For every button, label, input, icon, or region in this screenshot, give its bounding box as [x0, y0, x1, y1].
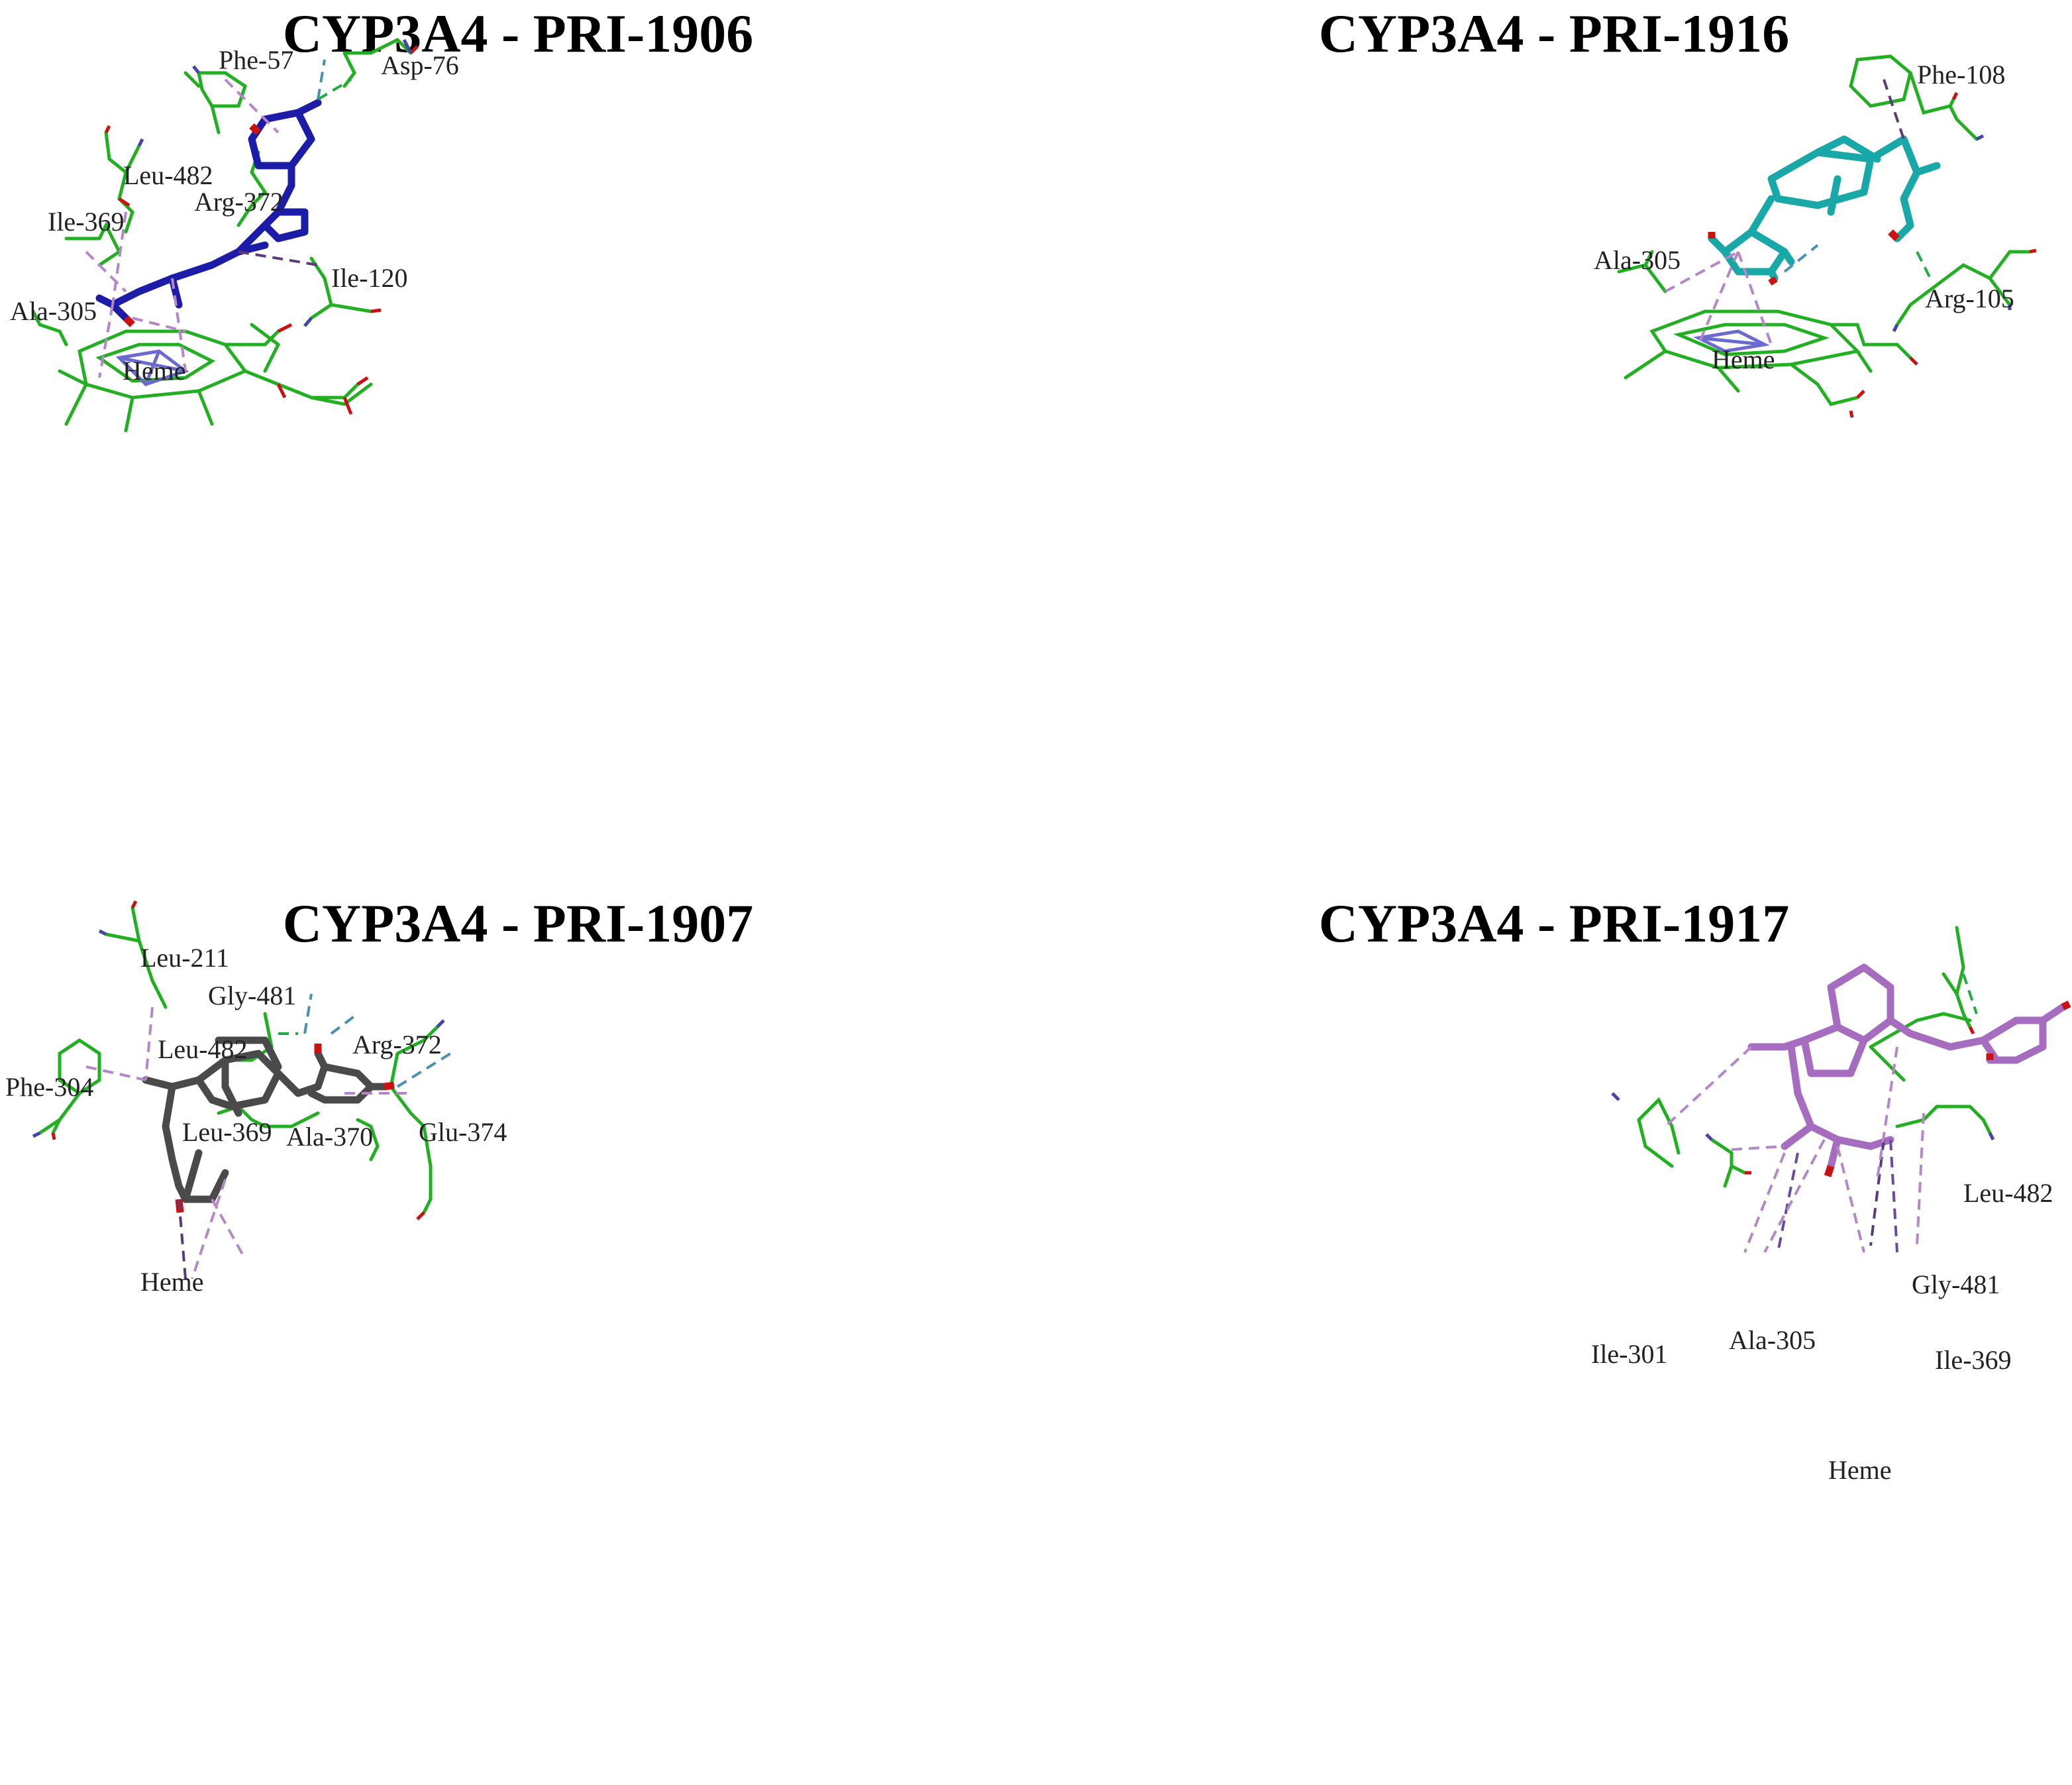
label-ile-301: Ile-301 [1591, 1339, 1668, 1369]
label-heme: Heme [140, 1267, 204, 1297]
label-leu-211: Leu-211 [140, 943, 229, 973]
label-ala-305: Ala-305 [1594, 245, 1681, 275]
label-asp-76: Asp-76 [381, 50, 459, 80]
label-leu-369: Leu-369 [182, 1117, 272, 1147]
label-ile-120: Ile-120 [331, 263, 408, 293]
label-leu-482: Leu-482 [123, 160, 213, 190]
label-leu-482: Leu-482 [1963, 1178, 2053, 1208]
interaction-lines [1665, 79, 1932, 345]
label-arg-372: Arg-372 [194, 187, 284, 217]
label-arg-105: Arg-105 [1925, 284, 2014, 313]
panel-title: CYP3A4 - PRI-1916 [1318, 3, 1790, 64]
docking-diagram-pri-1916: Phe-108 Ala-305 Arg-105 Heme [1594, 54, 2037, 418]
label-ala-370: Ala-370 [286, 1122, 373, 1152]
docking-diagram-pri-1907: Leu-211 Gly-481 Leu-482 Arg-372 Phe-304 … [5, 900, 507, 1297]
panel-title: CYP3A4 - PRI-1917 [1318, 893, 1790, 953]
label-phe-304: Phe-304 [5, 1072, 93, 1102]
label-gly-481: Gly-481 [1912, 1270, 2000, 1299]
label-ile-369: Ile-369 [48, 207, 125, 237]
docking-diagram-pri-1906: Phe-57 Asp-76 Leu-482 Arg-372 Ile-369 Il… [10, 37, 459, 433]
label-ala-305: Ala-305 [10, 296, 97, 326]
label-glu-374: Glu-374 [419, 1117, 507, 1147]
panel-pri-1907: CYP3A4 - PRI-1907 [0, 892, 1036, 1785]
label-gly-481: Gly-481 [208, 981, 296, 1010]
heme-group [1624, 309, 1912, 406]
residue-sticks [1617, 54, 2032, 327]
residue-sticks [31, 37, 413, 347]
label-ala-305: Ala-305 [1729, 1325, 1816, 1355]
docking-diagram-pri-1917: Leu-482 Gly-481 Ile-301 Ala-305 Ile-369 … [1591, 926, 2071, 1485]
interaction-lines [1664, 973, 1978, 1253]
panel-pri-1906: CYP3A4 - PRI-1906 [0, 0, 1036, 892]
residue-sticks [1637, 926, 1992, 1188]
label-heme: Heme [1828, 1455, 1892, 1485]
interaction-lines [85, 59, 352, 378]
interaction-lines [85, 993, 452, 1279]
label-phe-57: Phe-57 [219, 45, 293, 75]
ligand-pri-1916 [1708, 135, 1941, 282]
label-ile-369: Ile-369 [1935, 1345, 2012, 1375]
ligand-pri-1906 [95, 99, 322, 322]
heme-group [58, 323, 373, 433]
ligand-pri-1917 [1747, 963, 2067, 1170]
label-leu-482: Leu-482 [158, 1034, 248, 1064]
ligand-pri-1907 [142, 1036, 388, 1203]
label-heme: Heme [1712, 345, 1775, 374]
panel-title: CYP3A4 - PRI-1907 [282, 893, 754, 953]
label-heme: Heme [123, 356, 186, 386]
panel-pri-1916: CYP3A4 - PRI-1916 [1036, 0, 2072, 892]
label-arg-372: Arg-372 [352, 1030, 442, 1059]
panel-pri-1917: CYP3A4 - PRI-1917 [1036, 892, 2072, 1785]
label-phe-108: Phe-108 [1917, 60, 2005, 89]
